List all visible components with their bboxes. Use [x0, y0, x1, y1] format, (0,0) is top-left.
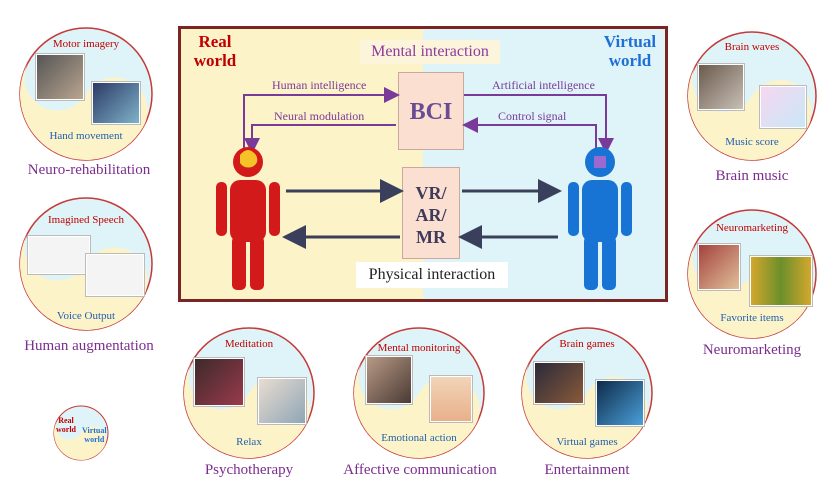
- bci-box: BCI: [398, 72, 464, 150]
- app-entertainment: Brain games Virtual games: [520, 326, 654, 460]
- mr-label: MR: [416, 227, 446, 247]
- app-caption: Neuro-rehabilitation: [27, 162, 151, 178]
- photo-image: [430, 376, 472, 422]
- app-top-label: Brain waves: [724, 41, 780, 53]
- app-top-label: Motor imagery: [52, 38, 120, 50]
- photo-image: [750, 256, 812, 306]
- real-world-label: Real world: [193, 32, 237, 70]
- app-caption: Entertainment: [544, 462, 630, 478]
- artificial-intelligence-label: Artificial intelligence: [492, 78, 595, 92]
- arrow-neural-modulation: [244, 124, 396, 154]
- virtual-world-label: Virtual world: [603, 32, 657, 70]
- arrow-control-signal: [462, 117, 597, 150]
- photo-image: [760, 86, 806, 128]
- app-top-label: Imagined Speech: [47, 214, 125, 226]
- app-psychotherapy: Meditation Relax: [182, 326, 316, 460]
- app-top-label: Meditation: [224, 338, 274, 350]
- app-caption: Brain music: [715, 168, 789, 184]
- app-affective-communication: Mental monitoring Emotional action: [352, 326, 486, 460]
- photo-image: [698, 64, 744, 110]
- app-bottom-label: Relax: [236, 436, 262, 448]
- app-top-label: Mental monitoring: [377, 342, 461, 354]
- real-human-figure: [216, 147, 280, 290]
- photo-image: [86, 254, 144, 296]
- control-signal-label: Control signal: [498, 109, 567, 123]
- photo-image: [534, 362, 584, 404]
- legend-circle: Real world Virtual world: [52, 404, 110, 462]
- app-top-label: Neuromarketing: [715, 222, 789, 234]
- arrow-artificial-intelligence: [464, 94, 614, 154]
- brain-icon: [240, 150, 258, 168]
- app-bottom-label: Hand movement: [49, 130, 123, 142]
- yin-yang-circle: [53, 405, 109, 461]
- photo-image: [36, 54, 84, 100]
- human-intelligence-label: Human intelligence: [272, 78, 367, 92]
- neural-modulation-label: Neural modulation: [274, 109, 365, 123]
- app-bottom-label: Favorite items: [720, 312, 784, 324]
- photo-image: [698, 244, 740, 290]
- chip-icon: [594, 156, 606, 168]
- arrow-human-intelligence: [243, 87, 400, 150]
- app-caption: Psychotherapy: [204, 462, 294, 478]
- virtual-avatar-figure: [568, 147, 632, 290]
- app-bottom-label: Emotional action: [381, 432, 457, 444]
- vr-label: VR/: [415, 183, 447, 203]
- legend-virtual-label: Virtual world: [82, 426, 107, 444]
- app-brain-music: Brain waves Music score: [686, 30, 818, 162]
- photo-image: [28, 236, 90, 274]
- app-caption: Affective communication: [343, 462, 497, 478]
- photo-image: [92, 82, 140, 124]
- physical-interaction-label: Physical interaction: [356, 262, 508, 288]
- photo-image: [596, 380, 644, 426]
- vr-ar-mr-box: VR/ AR/ MR: [402, 167, 460, 259]
- app-bottom-label: Music score: [725, 136, 779, 148]
- app-caption: Human augmentation: [24, 338, 154, 354]
- app-caption: Neuromarketing: [702, 342, 802, 358]
- photo-image: [258, 378, 306, 424]
- app-human-augmentation: Imagined Speech Voice Output: [18, 196, 154, 332]
- app-neuromarketing: Neuromarketing Favorite items: [686, 208, 818, 340]
- app-bottom-label: Virtual games: [556, 436, 618, 448]
- app-neuro-rehabilitation: Motor imagery Hand movement: [18, 26, 154, 162]
- legend-real-label: Real world: [56, 416, 76, 434]
- mental-interaction-label: Mental interaction: [360, 40, 500, 64]
- photo-image: [194, 358, 244, 406]
- ar-label: AR/: [415, 205, 447, 225]
- app-top-label: Brain games: [559, 338, 615, 350]
- app-bottom-label: Voice Output: [56, 310, 116, 322]
- photo-image: [366, 356, 412, 404]
